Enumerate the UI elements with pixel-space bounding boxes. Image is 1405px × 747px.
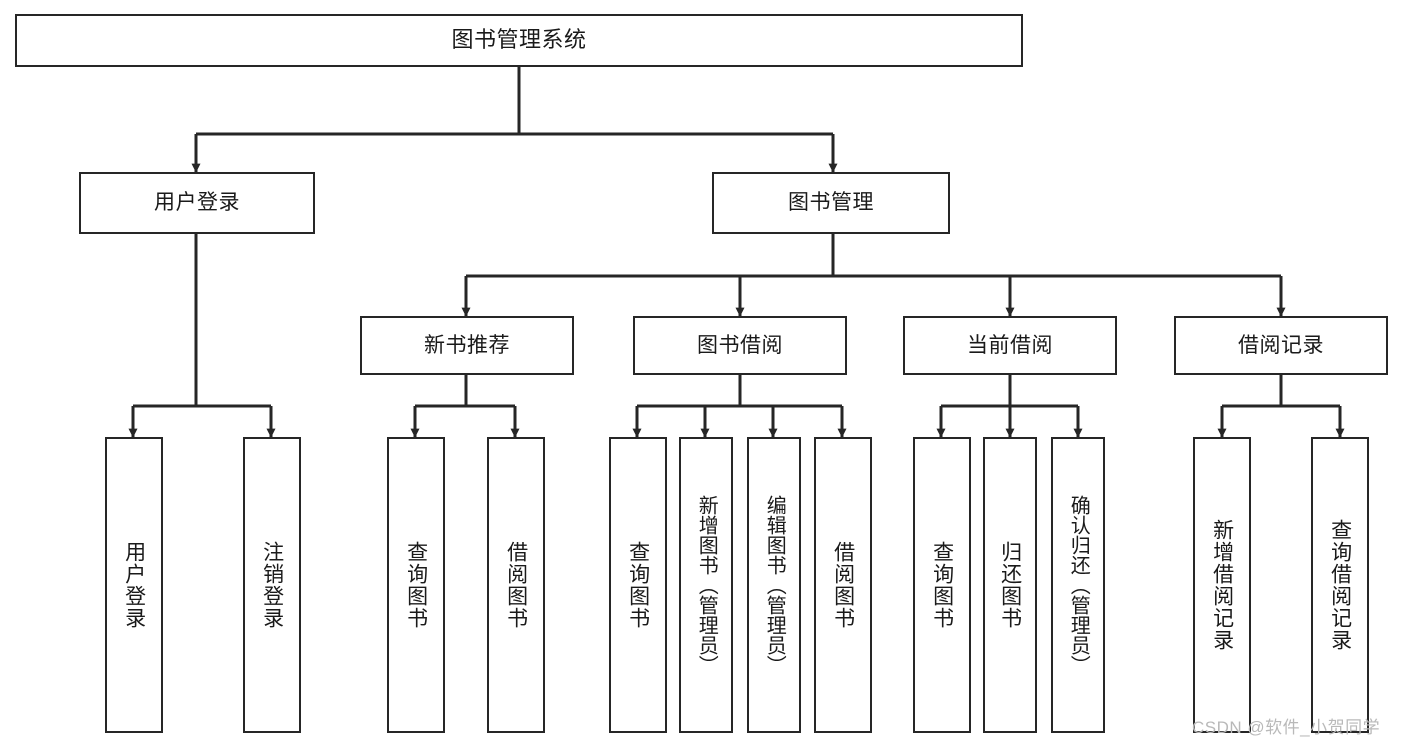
node-book-borrow[interactable]: 图书借阅 (633, 316, 847, 375)
leaf-borrow-add-book-admin[interactable]: 新增图书（管理员） (679, 437, 733, 733)
node-current-borrow[interactable]: 当前借阅 (903, 316, 1117, 375)
leaf-label: 注销登录 (260, 541, 284, 629)
leaf-label: 新增图书（管理员） (695, 495, 718, 675)
csdn-watermark: CSDN @软件_小贺同学 (1192, 718, 1381, 737)
leaf-record-query-record[interactable]: 查询借阅记录 (1311, 437, 1369, 733)
leaf-record-add-record[interactable]: 新增借阅记录 (1193, 437, 1251, 733)
leaf-label: 归还图书 (998, 541, 1022, 629)
leaf-label: 编辑图书（管理员） (763, 495, 786, 675)
leaf-borrow-query-book[interactable]: 查询图书 (609, 437, 667, 733)
leaf-label: 用户登录 (122, 541, 146, 629)
leaf-label: 确认归还（管理员） (1067, 495, 1090, 675)
leaf-label: 查询借阅记录 (1328, 519, 1352, 651)
node-book-management[interactable]: 图书管理 (712, 172, 950, 234)
leaf-current-confirm-return-admin[interactable]: 确认归还（管理员） (1051, 437, 1105, 733)
node-user-login[interactable]: 用户登录 (79, 172, 315, 234)
leaf-label: 查询图书 (626, 541, 650, 629)
leaf-borrow-edit-book-admin[interactable]: 编辑图书（管理员） (747, 437, 801, 733)
leaf-label: 新增借阅记录 (1210, 519, 1234, 651)
leaf-label: 查询图书 (404, 541, 428, 629)
leaf-label: 借阅图书 (504, 541, 528, 629)
leaf-label: 查询图书 (930, 541, 954, 629)
leaf-recommend-borrow-book[interactable]: 借阅图书 (487, 437, 545, 733)
leaf-recommend-query-book[interactable]: 查询图书 (387, 437, 445, 733)
leaf-label: 借阅图书 (831, 541, 855, 629)
leaf-current-return-book[interactable]: 归还图书 (983, 437, 1037, 733)
node-new-book-recommend[interactable]: 新书推荐 (360, 316, 574, 375)
leaf-current-query-book[interactable]: 查询图书 (913, 437, 971, 733)
leaf-user-login-login[interactable]: 用户登录 (105, 437, 163, 733)
leaf-borrow-borrow-book[interactable]: 借阅图书 (814, 437, 872, 733)
leaf-user-login-logout[interactable]: 注销登录 (243, 437, 301, 733)
node-root-system[interactable]: 图书管理系统 (15, 14, 1023, 67)
node-borrow-record[interactable]: 借阅记录 (1174, 316, 1388, 375)
